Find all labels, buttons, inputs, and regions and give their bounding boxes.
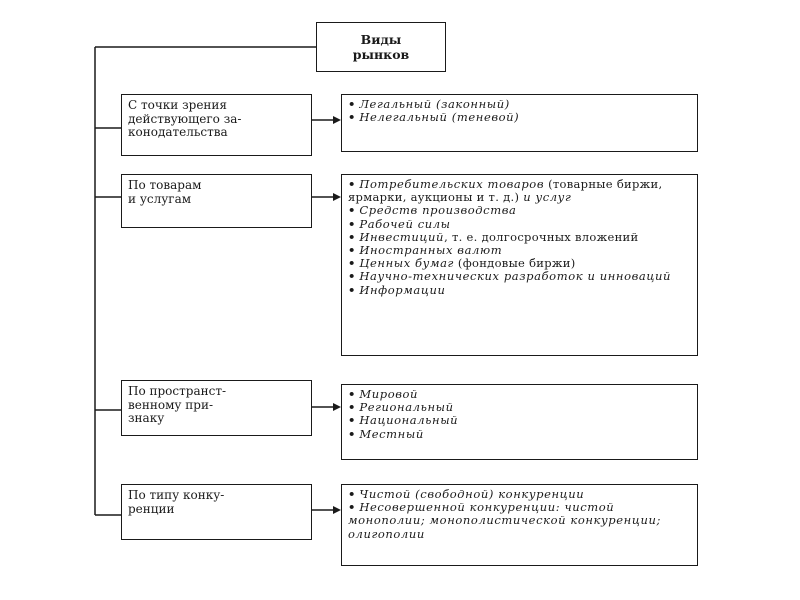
bullet-icon: •: [348, 269, 360, 284]
bullet-icon: •: [348, 400, 360, 415]
list-item: • Ценных бумаг (фондовые биржи): [348, 257, 691, 270]
bullet-icon: •: [348, 413, 360, 428]
category-box-legislation: С точки зрения действующего за- конодате…: [121, 94, 312, 156]
list-item-text: Мировой: [359, 387, 419, 401]
list-item: • Потребительских товаров (товарные бирж…: [348, 177, 691, 205]
list-box-spatial: • Мировой• Региональный• Национальный• М…: [341, 384, 698, 460]
category-box-spatial: По пространст- венному при- знаку: [121, 380, 312, 436]
list-item-text: Инвестиций: [359, 229, 445, 244]
category-box-competition: По типу конку- ренции: [121, 484, 312, 540]
list-item-text: Ценных бумаг: [359, 256, 454, 271]
list-item: • Средств производства: [348, 204, 691, 217]
list-item-text: Национальный: [359, 413, 459, 428]
list-spatial: • Мировой• Региональный• Национальный• М…: [348, 387, 691, 441]
list-item-text: Нелегальный (теневой): [359, 110, 520, 125]
list-item-text: Рабочей силы: [359, 216, 451, 231]
list-item: • Региональный: [348, 401, 691, 414]
list-item-text: Средств производства: [359, 203, 517, 218]
list-competition: • Чистой (свободной) конкуренции• Несове…: [348, 487, 691, 541]
list-item-text: Несовершенной конкуренции: чистой монопо…: [348, 500, 661, 541]
list-item: • Инвестиций, т. е. долгосрочных вложени…: [348, 229, 691, 244]
list-item-text: Чистой (свободной) конкуренции: [359, 487, 585, 501]
list-item: • Мировой: [348, 387, 691, 401]
list-item-text: Местный: [359, 426, 424, 441]
category-box-goods-services: По товарам и услугам: [121, 174, 312, 228]
arrow-head-0: [333, 116, 341, 124]
list-item-text: Иностранных валют: [359, 243, 503, 258]
bullet-icon: •: [348, 229, 360, 244]
bullet-icon: •: [348, 487, 360, 501]
list-item: • Местный: [348, 426, 691, 441]
arrow-head-2: [333, 403, 341, 411]
arrow-head-1: [333, 193, 341, 201]
bullet-icon: •: [348, 216, 360, 231]
list-item-text: , т. е. долгосрочных вложений: [444, 229, 639, 244]
list-legislation: • Легальный (законный)• Нелегальный (тен…: [348, 97, 691, 124]
list-box-legislation: • Легальный (законный)• Нелегальный (тен…: [341, 94, 698, 152]
list-item: • Научно-технических разработок и иннова…: [348, 270, 691, 283]
bullet-icon: •: [348, 282, 360, 297]
list-item-text: (товарные биржи, ярмарки, аукционы и т. …: [348, 177, 663, 205]
list-item-text: Научно-технических разработок и инноваци…: [359, 269, 671, 284]
list-item: • Иностранных валют: [348, 243, 691, 258]
bullet-icon: •: [348, 500, 360, 515]
list-item: • Несовершенной конкуренции: чистой моно…: [348, 501, 691, 541]
list-item: • Нелегальный (теневой): [348, 111, 691, 124]
list-item-text: Потребительских товаров: [359, 177, 545, 191]
list-item-text: Региональный: [359, 400, 454, 415]
list-item-text: и услуг: [523, 190, 572, 205]
root-label-line-2: рынков: [352, 47, 410, 62]
list-item: • Легальный (законный): [348, 97, 691, 111]
list-item: • Информации: [348, 282, 691, 297]
bullet-icon: •: [348, 426, 360, 441]
arrow-head-3: [333, 506, 341, 514]
list-box-competition: • Чистой (свободной) конкуренции• Несове…: [341, 484, 698, 566]
bullet-icon: •: [348, 110, 360, 125]
bullet-icon: •: [348, 387, 360, 401]
root-label-line-1: Виды: [360, 32, 402, 47]
list-item: • Национальный: [348, 414, 691, 427]
bullet-icon: •: [348, 256, 360, 271]
list-item-text: Легальный (законный): [359, 97, 510, 111]
list-box-goods-services: • Потребительских товаров (товарные бирж…: [341, 174, 698, 356]
list-item: • Рабочей силы: [348, 216, 691, 231]
list-item-text: Информации: [359, 282, 446, 297]
bullet-icon: •: [348, 97, 360, 111]
bullet-icon: •: [348, 243, 360, 258]
root-node: Виды рынков: [316, 22, 446, 72]
list-item: • Чистой (свободной) конкуренции: [348, 487, 691, 501]
list-goods-services: • Потребительских товаров (товарные бирж…: [348, 177, 691, 297]
bullet-icon: •: [348, 177, 360, 191]
bullet-icon: •: [348, 203, 360, 218]
list-item-text: (фондовые биржи): [453, 256, 576, 271]
